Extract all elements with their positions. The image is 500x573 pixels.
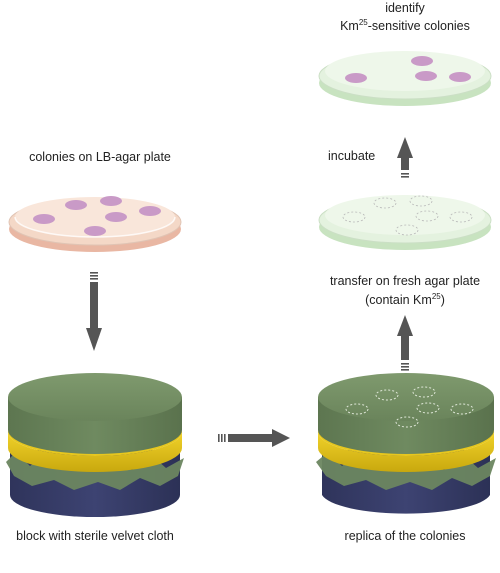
velvet-block-left [6,373,184,517]
colony-imprint-group [345,386,474,428]
colony-group [33,196,161,236]
colony [65,200,87,210]
label-lb-plate: colonies on LB-agar plate [29,150,171,164]
colony-imprint [409,195,433,207]
colony-group [345,56,471,83]
colony-imprint [375,389,399,401]
colony [100,196,122,206]
colony-imprint [415,210,439,222]
colony-imprint [449,211,473,223]
velvet-block-replica [316,373,496,514]
colony [449,72,471,82]
arrow-up-icon [397,315,413,371]
superscript: 25 [432,292,441,301]
colony [84,226,106,236]
arrow-up-icon [397,137,413,178]
incubated-agar-plate [318,51,492,106]
label-incubate: incubate [328,149,375,163]
superscript: 25 [359,18,368,27]
label-identify-line1: identify [385,1,425,15]
colony-imprint [395,224,419,236]
colony [415,71,437,81]
colony [105,212,127,222]
colony [345,73,367,83]
label-block-velvet: block with sterile velvet cloth [16,529,174,543]
colony-imprint [342,211,366,223]
colony-imprint [416,402,440,414]
colony-imprint [412,386,436,398]
colony-imprint-group [342,195,473,236]
colony-imprint [450,403,474,415]
colony-imprint [395,416,419,428]
label-transfer-line1: transfer on fresh agar plate [330,274,480,288]
colony-imprint [373,197,397,209]
colony [33,214,55,224]
label-identify-line2: Km25-sensitive colonies [340,18,470,33]
colony [139,206,161,216]
fresh-agar-plate [318,195,492,250]
lb-agar-plate [8,196,182,252]
label-transfer-line2: (contain Km25) [365,292,445,307]
colony-imprint [345,403,369,415]
colony [411,56,433,66]
arrow-down-icon [86,272,102,351]
arrow-right-icon [218,429,290,447]
label-replica: replica of the colonies [345,529,466,543]
